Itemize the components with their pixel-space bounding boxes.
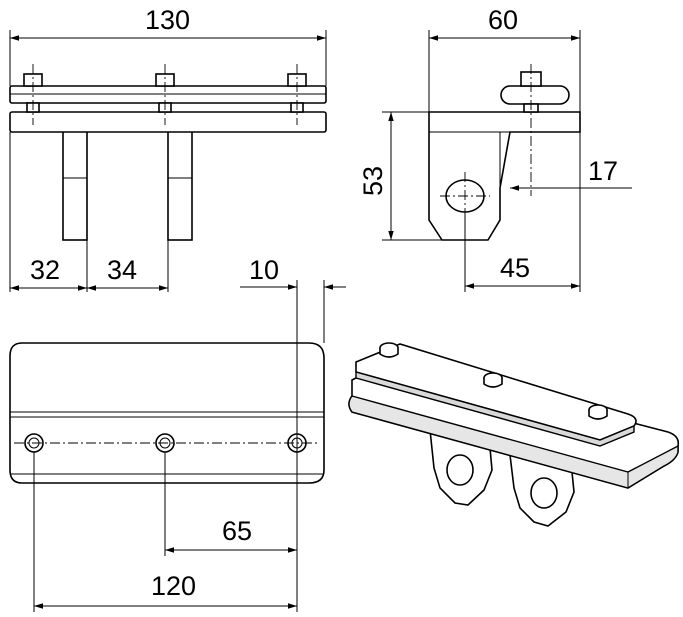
dim-front-width: 130 [9, 5, 327, 86]
front-base-plate [9, 111, 327, 133]
dim-edge-offset: 10 [240, 255, 346, 455]
dim-hole-span: 120 [33, 452, 298, 612]
dim-label-130: 130 [145, 5, 190, 35]
side-clamp-knob [500, 85, 570, 105]
side-bracket [428, 111, 581, 241]
side-view [428, 64, 581, 241]
dim-label-17: 17 [588, 156, 618, 186]
front-leg-left [62, 129, 88, 241]
isometric-view [348, 342, 680, 527]
dim-label-60: 60 [488, 5, 518, 35]
iso-bolts [379, 342, 608, 420]
dim-side-offset: 17 [510, 156, 632, 191]
dim-label-32: 32 [30, 255, 60, 285]
dim-label-34: 34 [107, 255, 137, 285]
top-view [9, 342, 325, 484]
dim-label-120: 120 [151, 571, 196, 601]
dim-label-10: 10 [249, 255, 279, 285]
front-leg-right [167, 129, 193, 241]
dim-hole-spacing: 65 [164, 452, 297, 556]
dim-leg-positions: 32 34 [9, 132, 169, 292]
dim-label-65: 65 [222, 516, 252, 546]
dim-side-width: 60 [428, 5, 581, 112]
dim-label-45: 45 [500, 253, 530, 283]
dim-side-hole: 45 [464, 132, 581, 292]
dim-label-53: 53 [358, 166, 388, 196]
front-view [9, 64, 327, 241]
dim-side-height: 53 [358, 111, 442, 241]
top-plate [9, 342, 325, 484]
